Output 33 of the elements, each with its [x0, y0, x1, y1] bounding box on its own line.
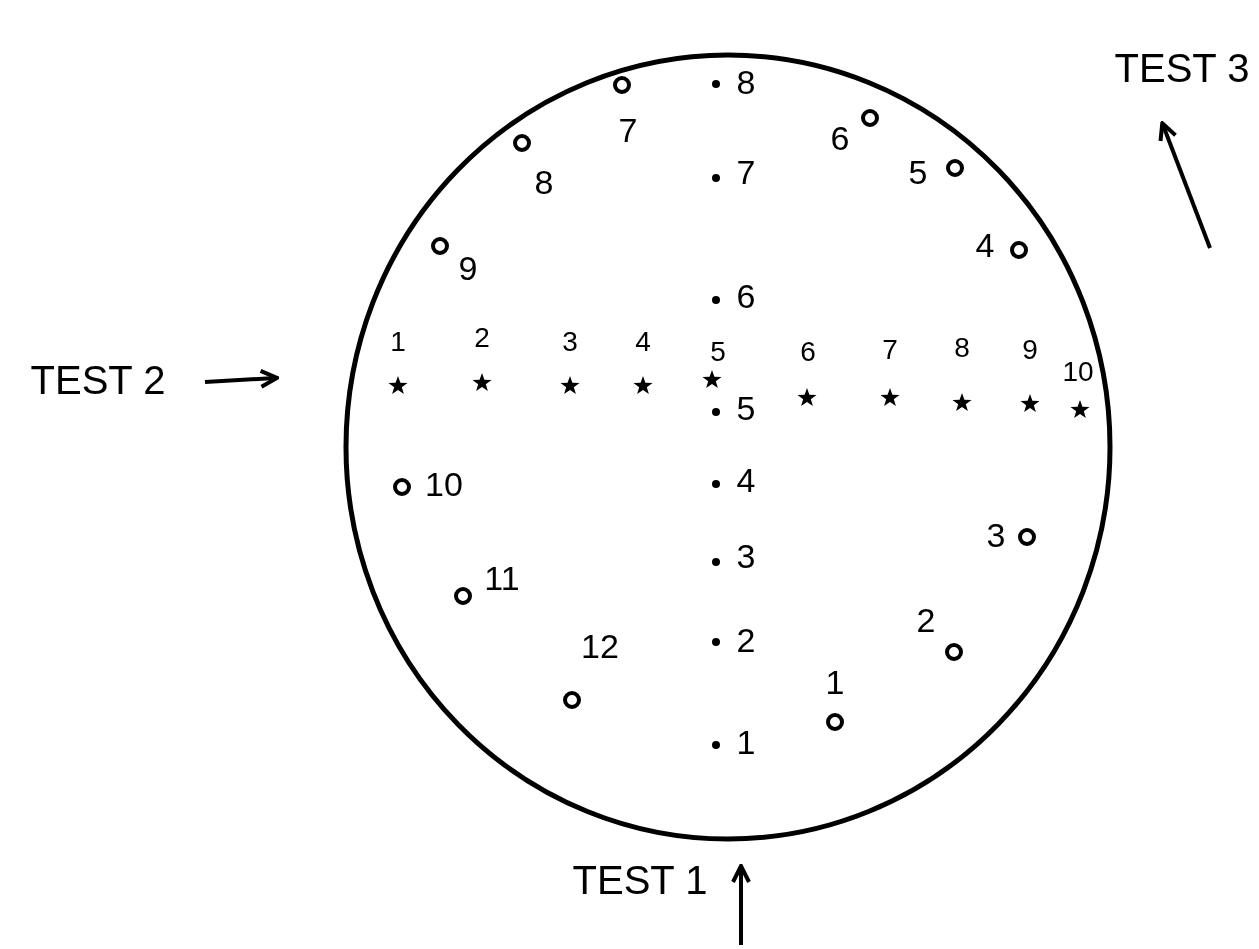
star-number: 3: [562, 328, 578, 356]
site-number: 4: [975, 228, 995, 262]
site-number: 1: [825, 665, 845, 699]
point-number: 1: [736, 725, 756, 759]
site-number: 8: [534, 165, 554, 199]
test-label: TEST 2: [30, 360, 166, 400]
site-number: 3: [986, 518, 1006, 552]
star-number: 5: [710, 338, 726, 366]
star-number: 8: [954, 334, 970, 362]
test-label: TEST 1: [572, 860, 708, 900]
star-number: 2: [474, 324, 490, 352]
point-number: 8: [736, 65, 756, 99]
site-number: 12: [581, 629, 619, 663]
point-number: 4: [736, 463, 756, 497]
site-number: 7: [618, 113, 638, 147]
star-number: 7: [882, 336, 898, 364]
star-number: 1: [390, 328, 406, 356]
star-number: 10: [1062, 358, 1094, 386]
point-number: 2: [736, 623, 756, 657]
point-number: 6: [736, 279, 756, 313]
site-number: 10: [425, 467, 463, 501]
site-number: 6: [830, 121, 850, 155]
site-number: 5: [908, 155, 928, 189]
test-label: TEST 3: [1114, 48, 1250, 88]
site-number: 11: [484, 561, 520, 595]
star-number: 4: [635, 328, 651, 356]
site-number: 9: [458, 251, 478, 285]
star-number: 9: [1022, 336, 1038, 364]
site-number: 2: [916, 603, 936, 637]
point-number: 5: [736, 391, 756, 425]
star-number: 6: [800, 338, 816, 366]
point-number: 7: [736, 155, 756, 189]
point-number: 3: [736, 539, 756, 573]
